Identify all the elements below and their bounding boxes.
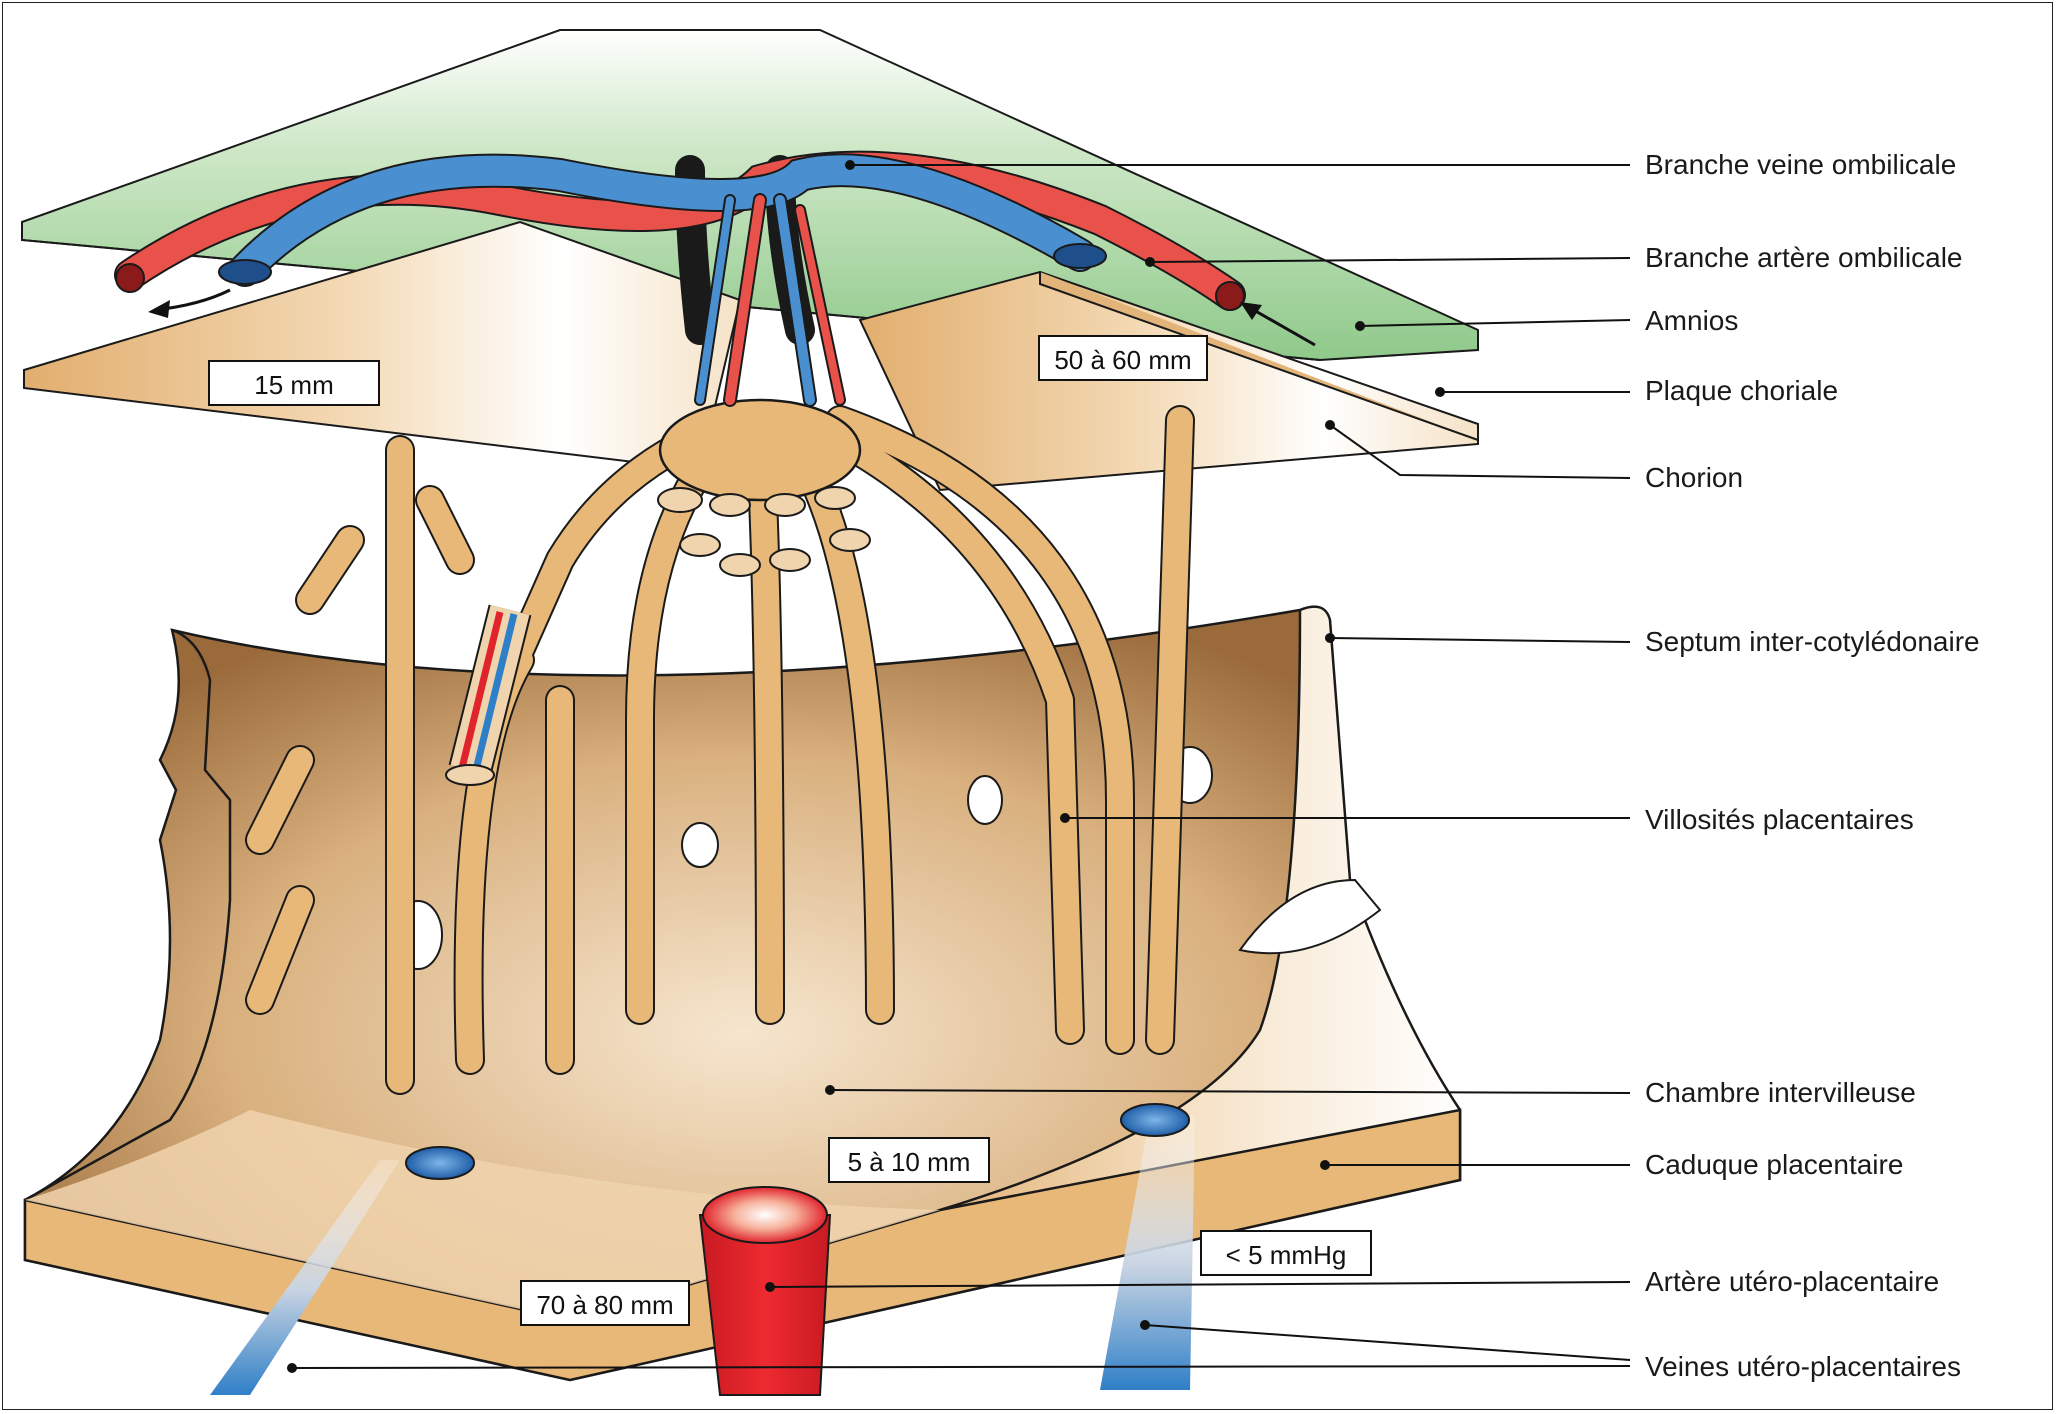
measure-70-80mm: 70 à 80 mm (520, 1280, 690, 1326)
label-septum: Septum inter-cotylédonaire (1645, 626, 1980, 657)
label-villosites: Villosités placentaires (1645, 804, 1914, 835)
stem-villus-cut (445, 604, 532, 786)
measure-15mm: 15 mm (208, 360, 380, 406)
chorionic-plate-right (858, 270, 1479, 492)
label-veines-utero: Veines utéro-placentaires (1645, 1351, 1961, 1382)
label-veine-ombilicale: Branche veine ombilicale (1645, 149, 1957, 180)
villus-crown (658, 398, 862, 502)
septum-left (24, 628, 232, 1202)
septum-notch (1238, 878, 1382, 955)
measure-50-60mm: 50 à 60 mm (1038, 335, 1208, 381)
uterine-vein-right-channel (1100, 1115, 1195, 1390)
label-amnios: Amnios (1645, 305, 1739, 336)
umbilical-vessels (114, 150, 1246, 407)
label-caduque: Caduque placentaire (1645, 1149, 1904, 1180)
leader-lines (291, 164, 1631, 1369)
measure-5-10mm: 5 à 10 mm (828, 1137, 990, 1183)
label-chambre: Chambre intervilleuse (1645, 1077, 1916, 1108)
label-plaque-choriale: Plaque choriale (1645, 375, 1839, 406)
label-artere-utero: Artère utéro-placentaire (1645, 1266, 1940, 1297)
label-chorion: Chorion (1645, 462, 1744, 493)
uterine-vein-left-channel (210, 1160, 400, 1395)
label-artere-ombilicale: Branche artère ombilicale (1645, 242, 1963, 273)
measure-pressure: < 5 mmHg (1200, 1230, 1372, 1276)
